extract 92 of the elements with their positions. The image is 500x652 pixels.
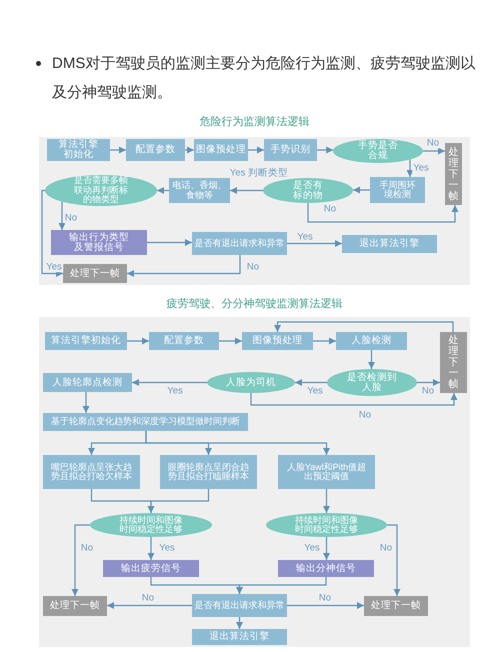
arrow bbox=[368, 350, 375, 369]
process-box: 处理下一帧 bbox=[445, 143, 462, 205]
decision-ellipse: 是否有标的物 bbox=[263, 178, 353, 203]
edge-label: No bbox=[80, 543, 94, 553]
flowchart-title: 疲劳驾驶、分分神驾驶监测算法逻辑 bbox=[166, 297, 342, 312]
flowchart-panel bbox=[39, 295, 470, 647]
arrow bbox=[127, 338, 149, 344]
edge-label: No bbox=[358, 410, 372, 420]
edge-label: Yes 判断类型 bbox=[228, 168, 290, 178]
arrow bbox=[236, 577, 327, 594]
process-box: 是否有退出请求和异常 bbox=[192, 232, 287, 255]
arrow bbox=[236, 617, 243, 629]
edge-label: No bbox=[420, 386, 436, 396]
process-box: 图像预处理 bbox=[242, 332, 313, 350]
process-box: 配置参数 bbox=[149, 332, 219, 350]
edge-label: No bbox=[322, 204, 338, 214]
decision-ellipse: 持续时间和图像时间稳定性足够 bbox=[90, 513, 212, 537]
arrow bbox=[307, 203, 458, 223]
process-box: 眼圈轮廓点呈闭合趋势且拟合打瞌睡样本 bbox=[160, 455, 257, 489]
edge-label: No bbox=[64, 213, 78, 223]
edge-label: No bbox=[140, 593, 156, 603]
arrow bbox=[313, 338, 336, 344]
edge-label: Yes bbox=[296, 232, 314, 242]
process-box: 处理下一帧 bbox=[440, 332, 467, 393]
process-box: 手势识别 bbox=[264, 139, 317, 161]
arrow bbox=[132, 379, 207, 386]
output-box: 输出行为类型及警报信号 bbox=[51, 230, 147, 255]
process-box: 处理下一帧 bbox=[63, 264, 127, 283]
decision-ellipse: 是否需要多帧联动再判断标的物类型 bbox=[45, 175, 157, 206]
process-box: 算法引擎初始化 bbox=[45, 332, 127, 350]
arrow bbox=[417, 379, 440, 386]
process-box: 处理下一帧 bbox=[364, 596, 428, 616]
arrow bbox=[110, 146, 126, 154]
edge-label: Yes bbox=[306, 386, 324, 396]
edge-label: Yes bbox=[158, 543, 176, 553]
arrow bbox=[58, 202, 66, 230]
output-box: 输出疲劳信号 bbox=[103, 560, 199, 577]
bullet-text: DMS对于驾驶员的监测主要分为危险行为监测、疲劳驾驶监测以及分神驾驶监测。 bbox=[52, 54, 476, 102]
process-box: 嘴巴轮廓点呈张大趋势且拟合打哈欠样本 bbox=[43, 455, 140, 489]
process-box: 人脸轮廓点检测 bbox=[43, 373, 132, 392]
arrow bbox=[230, 187, 263, 194]
arrow bbox=[41, 190, 63, 277]
arrow bbox=[72, 524, 90, 596]
process-box: 基于轮廓点变化趋势和深度学习模型做时间判断 bbox=[43, 413, 248, 431]
arrow bbox=[185, 146, 194, 154]
arrow bbox=[148, 537, 154, 560]
arrow bbox=[145, 431, 330, 455]
arrow bbox=[219, 338, 242, 344]
edge-label: No bbox=[426, 138, 440, 148]
flowchart-title: 危险行为监测算法逻辑 bbox=[200, 115, 310, 130]
arrow bbox=[148, 489, 210, 513]
arrow bbox=[423, 148, 445, 154]
edge-label: No bbox=[246, 262, 260, 272]
edge-label: No bbox=[378, 543, 394, 553]
edge-label: Yes bbox=[412, 163, 430, 173]
arrow bbox=[295, 379, 327, 386]
arrow bbox=[287, 240, 342, 247]
arrow bbox=[353, 186, 370, 194]
process-box: 退出算法引擎 bbox=[342, 235, 437, 253]
arrow bbox=[274, 321, 454, 332]
arrow bbox=[317, 146, 334, 154]
edge-label: Yes bbox=[45, 262, 63, 272]
arrow bbox=[248, 146, 264, 154]
edge-label: Yes bbox=[166, 386, 184, 396]
process-box: 算法引擎初始化 bbox=[47, 139, 110, 161]
arrow bbox=[107, 602, 192, 609]
arrow bbox=[387, 524, 400, 596]
process-box: 配置参数 bbox=[126, 139, 185, 161]
arrow bbox=[323, 537, 330, 560]
process-box: 退出算法引擎 bbox=[192, 629, 287, 645]
arrow bbox=[82, 392, 90, 413]
edge-label: No bbox=[318, 593, 332, 603]
arrow bbox=[406, 159, 414, 177]
arrow bbox=[127, 255, 241, 277]
edge-label: Yes bbox=[303, 543, 321, 553]
decision-ellipse: 手势是否合规 bbox=[333, 139, 423, 163]
process-box: 图像预处理 bbox=[194, 139, 248, 161]
arrow bbox=[250, 393, 458, 406]
arrow bbox=[323, 489, 330, 513]
decision-ellipse: 是否检测到人脸 bbox=[327, 369, 417, 396]
arrow bbox=[147, 239, 192, 246]
process-box: 人脸检测 bbox=[336, 332, 407, 350]
process-box: 人脸Yawl和Pith值超出预定阈值 bbox=[278, 455, 375, 489]
output-box: 输出分神信号 bbox=[278, 560, 374, 577]
process-box: 电话、香烟、食物等 bbox=[169, 178, 230, 203]
arrow bbox=[157, 187, 169, 194]
process-box: 处理下一帧 bbox=[43, 596, 107, 616]
arrow bbox=[287, 602, 364, 609]
decision-ellipse: 人脸为司机 bbox=[207, 372, 295, 393]
process-box: 手周围环境检测 bbox=[370, 177, 425, 203]
decision-ellipse: 持续时间和图像时间稳定性足够 bbox=[266, 513, 387, 537]
process-box: 是否有退出请求和异常 bbox=[192, 594, 287, 617]
